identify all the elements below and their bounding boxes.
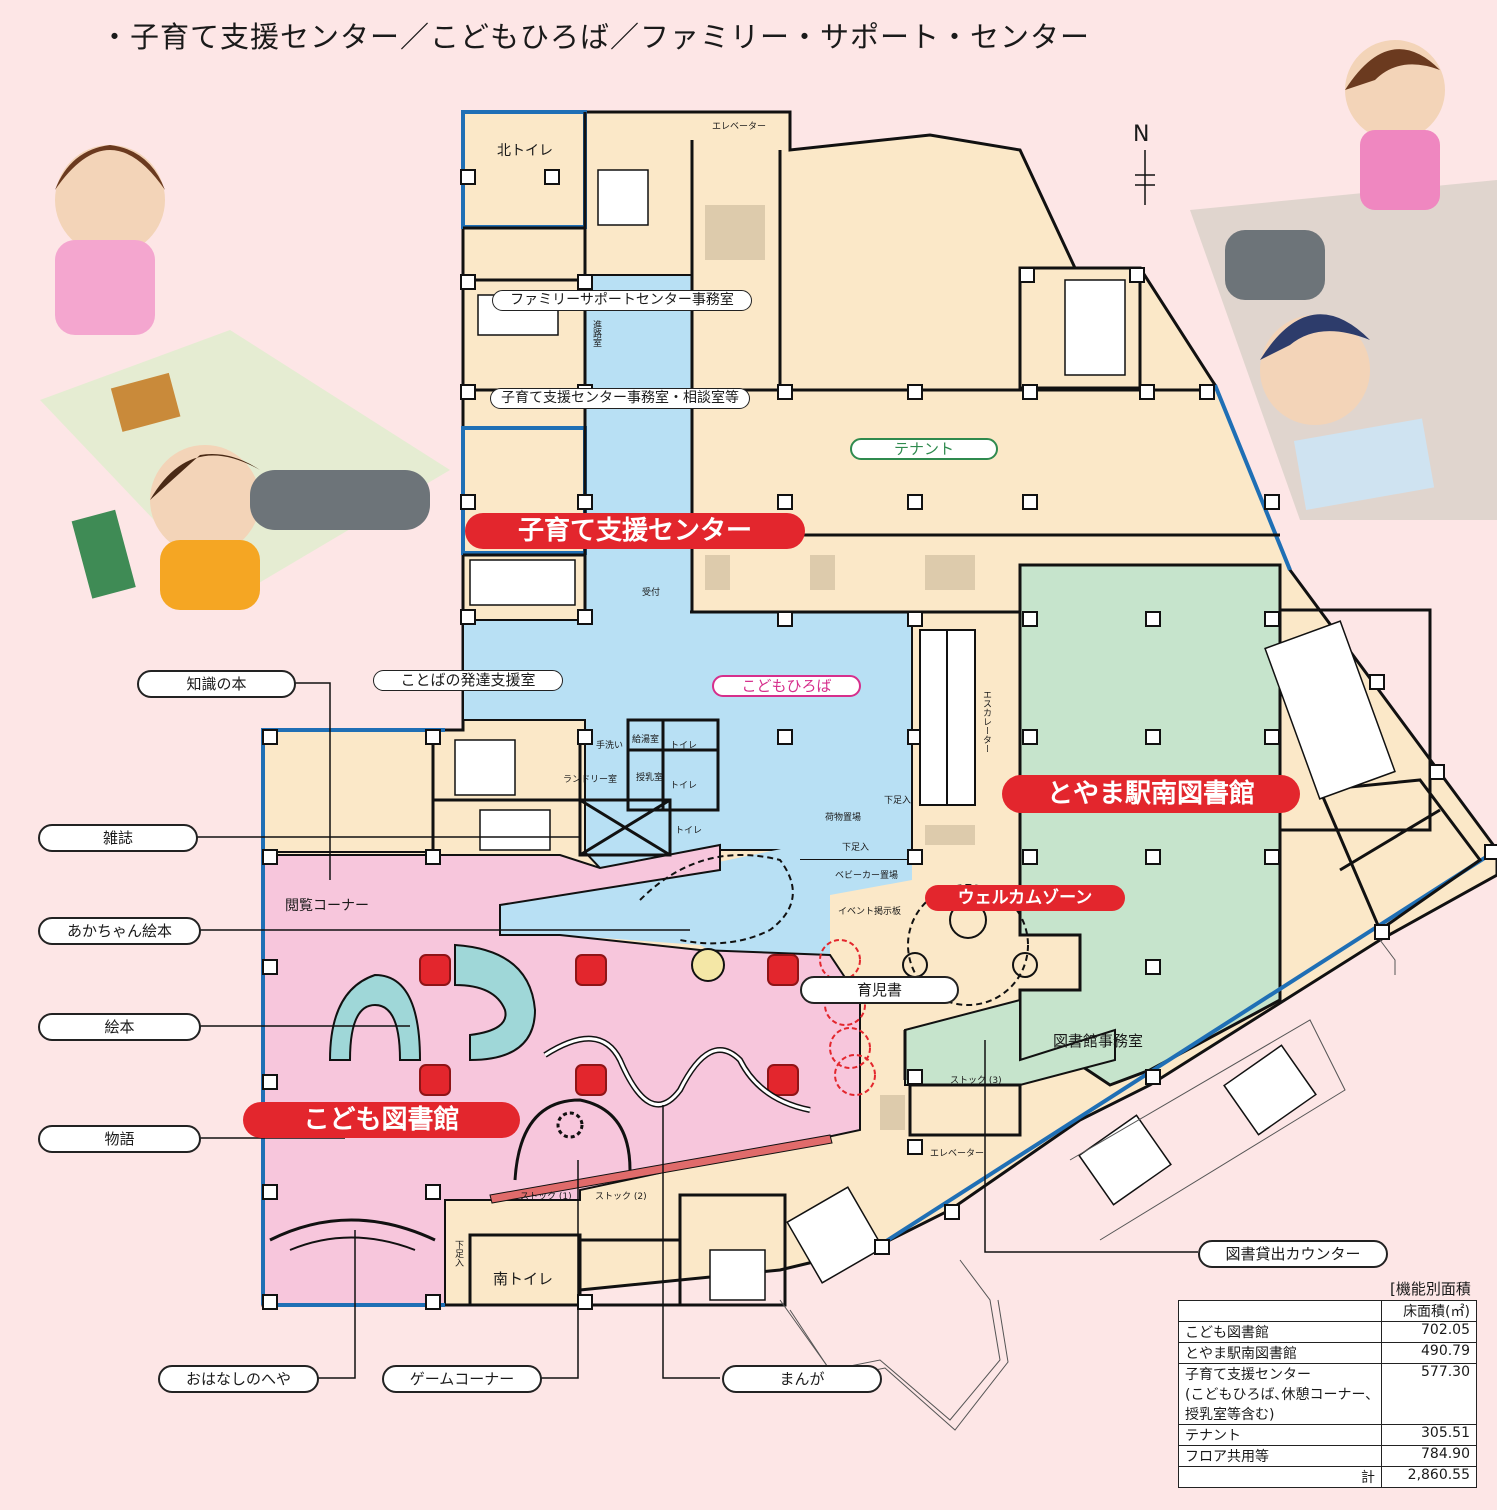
table-row: 授乳室等含む) [1178, 1404, 1477, 1425]
table-row: とやま駅南図書館 490.79 [1178, 1342, 1477, 1364]
game-corner [513, 1098, 632, 1181]
table-row: 床面積(㎡) [1178, 1300, 1477, 1322]
shoes-label-2: 下足入 [842, 843, 870, 853]
callout-chishiki: 知識の本 [137, 670, 296, 698]
area-row-name: こども図書館 [1178, 1321, 1382, 1343]
reading-corner-label: 閲覧コーナー [285, 898, 369, 914]
child-illustration-right [1190, 40, 1497, 520]
callout-counter: 図書貸出カウンター [1198, 1240, 1388, 1268]
kosodate-office-label: 子育て支援センター事務室・相談室等 [490, 388, 750, 409]
shoes-label-1: 下足入 [884, 796, 912, 806]
area-row-value: 305.51 [1381, 1424, 1477, 1446]
stock-3-label: ストック (3) [950, 1076, 1002, 1086]
library-office-label: 図書館事務室 [1053, 1032, 1144, 1050]
area-row-value: 784.90 [1381, 1445, 1477, 1467]
ikuji-shelves [819, 939, 876, 1096]
callout-ehon: 絵本 [38, 1013, 201, 1041]
table-row: 計 2,860.55 [1178, 1466, 1477, 1488]
event-board-label: イベント掲示板 [838, 907, 902, 917]
north-toilet-label: 北トイレ [497, 143, 553, 159]
callout-manga: まんが [722, 1365, 882, 1393]
laundry-label: ランドリー室 [563, 775, 618, 785]
table-row: 子育て支援センター 577.30 [1178, 1363, 1477, 1384]
elevator-bottom-label: エレベーター [930, 1149, 985, 1159]
stock-2-label: ストック (2) [595, 1192, 647, 1202]
table-row: テナント 305.51 [1178, 1424, 1477, 1446]
picture-book-areas [328, 943, 537, 1062]
handwash-label: 手洗い [596, 741, 624, 751]
area-total-value: 2,860.55 [1381, 1466, 1477, 1488]
callout-ikuji: 育児書 [800, 976, 959, 1004]
area-row-value: 577.30 [1381, 1363, 1477, 1384]
family-support-office-label: ファミリーサポートセンター事務室 [492, 290, 752, 311]
table-row: こども図書館 702.05 [1178, 1321, 1477, 1343]
escalator [919, 629, 976, 806]
area-table: 床面積(㎡) こども図書館 702.05 とやま駅南図書館 490.79 子育て… [1178, 1300, 1477, 1488]
table-row: (こどもひろば､休憩コーナー､ [1178, 1384, 1477, 1404]
area-total-label: 計 [1178, 1466, 1382, 1488]
shoes-label-3: 下足入 [453, 1240, 463, 1267]
counter-strip [489, 1134, 833, 1204]
nursing-label: 授乳室 [636, 773, 664, 783]
welcome-zone-label: ウェルカムゾーン [925, 885, 1125, 911]
toilet-label-1: トイレ [670, 741, 698, 751]
elevator-top-label: エレベーター [712, 122, 767, 132]
area-table-title: [機能別面積 [1390, 1280, 1471, 1298]
area-row-name: テナント [1178, 1424, 1382, 1446]
area-row-name: 授乳室等含む) [1178, 1404, 1382, 1425]
staircases [454, 169, 1396, 1301]
page-heading: ・子育て支援センター／こどもひろば／ファミリー・サポート・センター [100, 20, 1091, 54]
side-room-label: 進路室 [591, 320, 601, 347]
kotoba-room-label: ことばの発達支援室 [373, 670, 563, 691]
baggage-label: 荷物置場 [825, 813, 862, 823]
child-illustration-left [40, 145, 450, 610]
callout-akachan: あかちゃん絵本 [38, 917, 201, 945]
callout-game: ゲームコーナー [382, 1365, 542, 1393]
callout-monogatari: 物語 [38, 1125, 201, 1153]
hiroba-play-area [639, 854, 1038, 1006]
toyama-library-label: とやま駅南図書館 [1002, 775, 1300, 813]
columns [262, 169, 1497, 1310]
reception-label: 受付 [642, 588, 661, 598]
stock-1-label: ストック (1) [520, 1192, 572, 1202]
tenant-label: テナント [850, 438, 998, 460]
callout-zasshi: 雑誌 [38, 824, 198, 852]
area-row-value [1381, 1404, 1477, 1425]
area-row-name: 子育て支援センター [1178, 1363, 1382, 1384]
toilet-label-3: トイレ [675, 826, 703, 836]
kitchen-label: 給湯室 [632, 735, 660, 745]
escalator-label: エスカレーター [981, 690, 991, 753]
kosodate-center-label: 子育て支援センター [465, 513, 805, 549]
callout-ohanashi: おはなしのへや [158, 1365, 319, 1393]
area-row-name: (こどもひろば､休憩コーナー､ [1178, 1384, 1382, 1404]
north-label: N [1133, 122, 1150, 147]
red-pillars [419, 954, 799, 1096]
toyama-library-zone [904, 563, 1282, 1087]
checker-patterns [705, 205, 975, 1130]
south-toilet-label: 南トイレ [493, 1270, 554, 1288]
area-row-name: とやま駅南図書館 [1178, 1342, 1382, 1364]
north-arrow [1135, 150, 1155, 205]
area-row-value [1381, 1384, 1477, 1404]
kodomo-library-label: こども図書館 [243, 1102, 520, 1138]
area-header: 床面積(㎡) [1381, 1300, 1477, 1322]
table-row: フロア共用等 784.90 [1178, 1445, 1477, 1467]
area-row-value: 702.05 [1381, 1321, 1477, 1343]
area-row-name: フロア共用等 [1178, 1445, 1382, 1467]
stroller-label: ベビーカー置場 [835, 871, 899, 881]
kodomo-hiroba-label: こどもひろば [712, 675, 861, 697]
area-row-value: 490.79 [1381, 1342, 1477, 1364]
toilet-label-2: トイレ [670, 781, 698, 791]
